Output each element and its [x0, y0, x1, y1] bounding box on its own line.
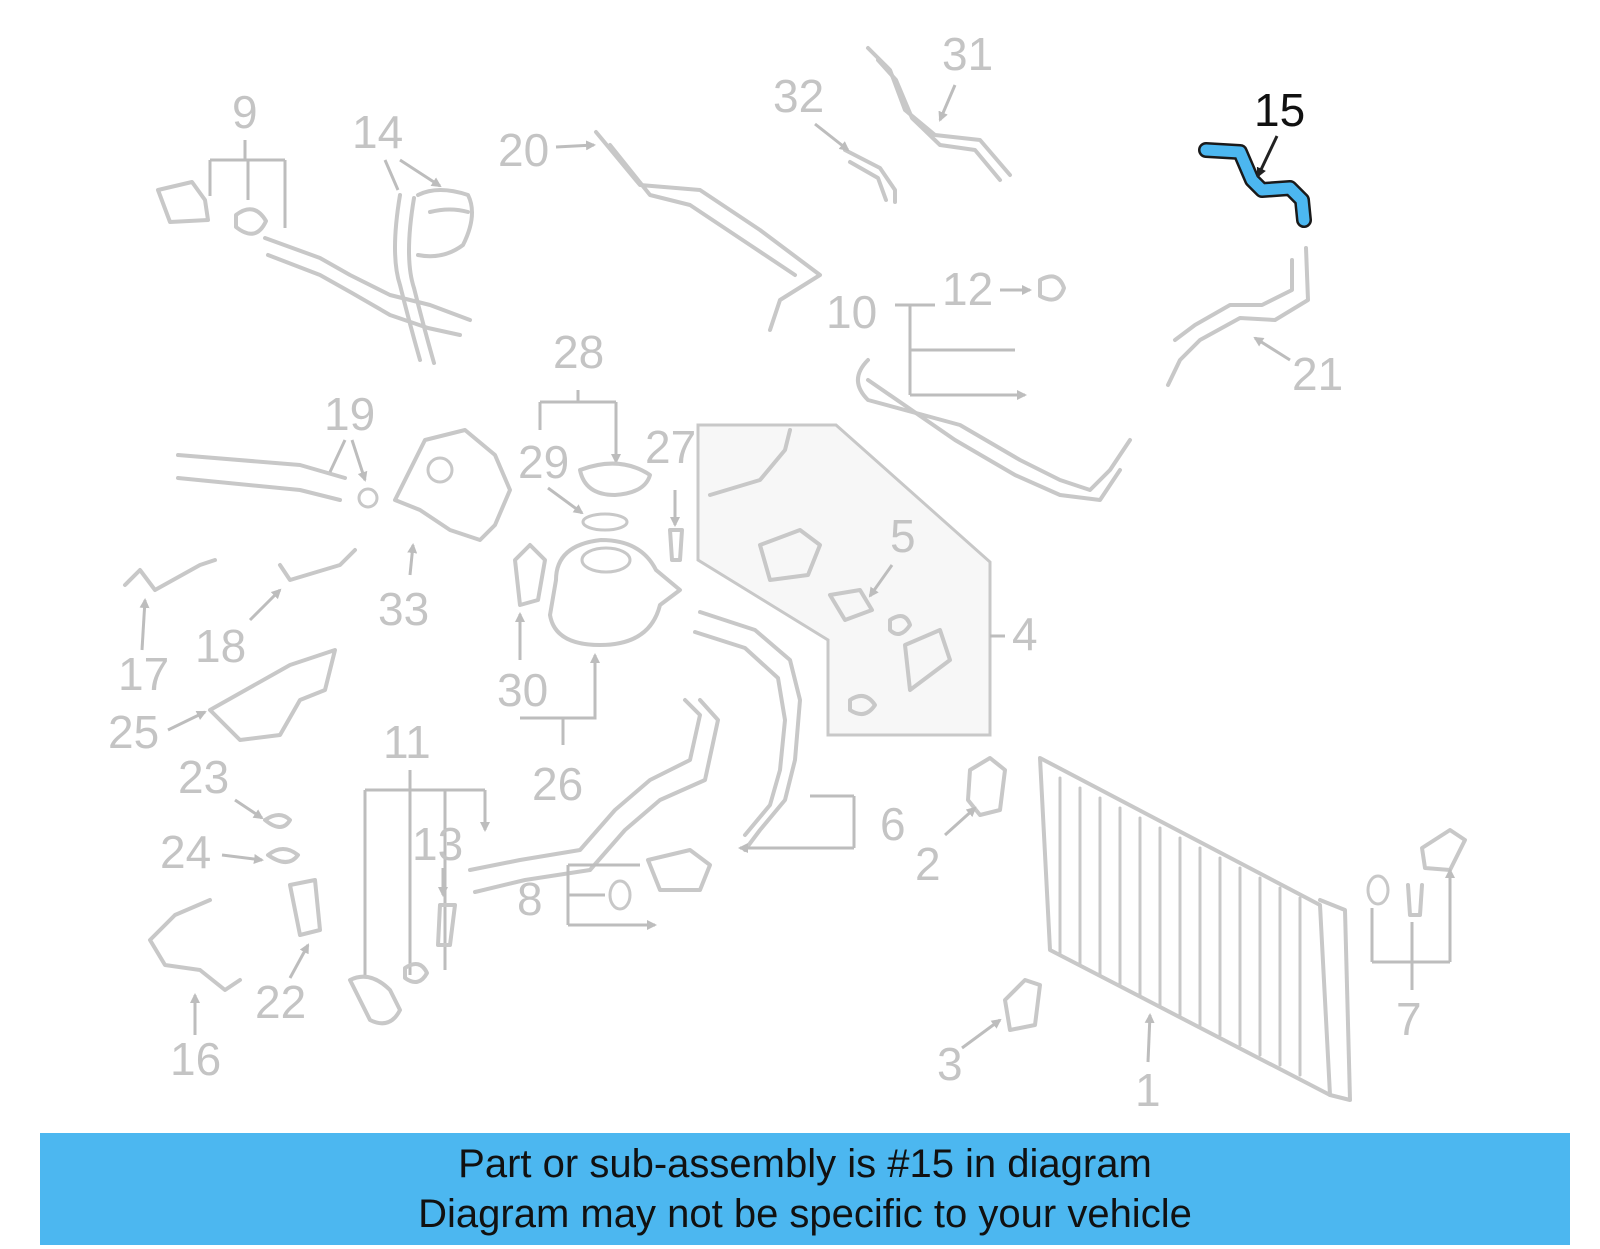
part-1-radiator: [1038, 756, 1352, 1102]
part-30-bracket: [513, 543, 547, 607]
callout-32: 32: [773, 70, 824, 122]
callout-31: 31: [942, 28, 993, 80]
callout-1: 1: [1135, 1064, 1161, 1116]
callout-28: 28: [553, 326, 604, 378]
part-11-hose: [468, 698, 720, 894]
part-19-pipe: [176, 453, 379, 509]
part-10-hose: [856, 358, 1132, 502]
callout-15: 15: [1254, 84, 1305, 136]
part-4-subassembly: [708, 428, 952, 716]
callout-33: 33: [378, 583, 429, 635]
callout-17: 17: [118, 648, 169, 700]
callout-2: 2: [915, 838, 941, 890]
part-18-hose: [278, 548, 357, 582]
callout-16: 16: [170, 1033, 221, 1085]
part-12-clamp: [1038, 274, 1066, 302]
part-32-hose: [843, 148, 897, 204]
part-21-pipe: [1166, 246, 1310, 387]
part-2-bracket: [966, 756, 1007, 817]
callout-22: 22: [255, 976, 306, 1028]
part-9-hose-assembly: [156, 180, 472, 337]
part-29-seal: [581, 512, 629, 532]
part-23-clamp: [263, 813, 292, 829]
part-8-pipe: [608, 848, 712, 911]
callout-13: 13: [412, 818, 463, 870]
callout-7: 7: [1396, 993, 1422, 1045]
part-16-hose: [148, 898, 242, 992]
part-33-thermostat-housing: [393, 428, 512, 542]
subassembly-4-region: [696, 423, 992, 737]
callout-20: 20: [498, 124, 549, 176]
callout-21: 21: [1292, 348, 1343, 400]
part-13-sensor: [436, 903, 457, 947]
callout-23: 23: [178, 751, 229, 803]
callout-4: 4: [1012, 608, 1038, 660]
callout-11: 11: [383, 716, 431, 768]
part-24-clamp: [266, 847, 300, 864]
callout-18: 18: [195, 620, 246, 672]
callout-29: 29: [518, 436, 569, 488]
part-3-bracket: [1003, 978, 1042, 1032]
part-14-hose: [393, 188, 474, 365]
part-25-bracket: [208, 648, 337, 742]
part-20-pipe: [594, 130, 822, 332]
part-22-valve: [288, 878, 322, 937]
callout-12: 12: [942, 263, 993, 315]
callout-27: 27: [645, 421, 696, 473]
part-11-clamp: [403, 962, 429, 984]
part-15-highlighted-hose: [1198, 142, 1312, 228]
callout-14: 14: [352, 106, 403, 158]
part-6-hose: [693, 610, 802, 852]
callout-6: 6: [880, 798, 906, 850]
part-17-hose: [123, 558, 217, 592]
callout-24: 24: [160, 826, 211, 878]
callout-3: 3: [937, 1038, 963, 1090]
part-7-fittings: [1366, 828, 1467, 917]
callout-5: 5: [890, 510, 916, 562]
part-26-reservoir: [548, 538, 682, 647]
callout-9: 9: [232, 86, 258, 138]
part-31-hose: [866, 46, 1012, 182]
part-27-bolt: [668, 528, 684, 562]
part-28-cap: [578, 461, 652, 497]
caption-bar: Part or sub-assembly is #15 in diagram D…: [40, 1133, 1570, 1245]
callout-19: 19: [324, 388, 375, 440]
caption-line-1: Part or sub-assembly is #15 in diagram: [458, 1142, 1152, 1186]
callout-8: 8: [517, 873, 543, 925]
callout-25: 25: [108, 706, 159, 758]
part-11-elbow: [348, 974, 402, 1026]
callout-30: 30: [497, 664, 548, 716]
caption-line-2: Diagram may not be specific to your vehi…: [418, 1192, 1192, 1236]
callout-10: 10: [826, 286, 877, 338]
callout-26: 26: [532, 758, 583, 810]
